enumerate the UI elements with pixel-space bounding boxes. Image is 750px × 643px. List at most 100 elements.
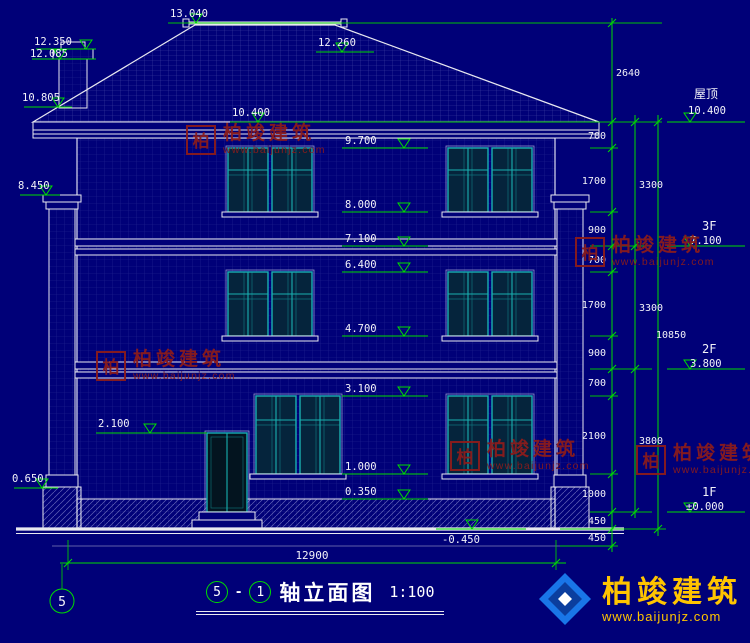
watermark-url: www.baijunjz.com [223, 143, 326, 156]
elevation-markers-top: 13.040 12.260 10.400 [168, 8, 662, 123]
watermark-logo-char: 柏 [192, 132, 210, 153]
dim-value: 3800 [639, 436, 663, 447]
elevation-marker-ground: -0.450 [436, 519, 526, 546]
watermark-logo-char: 柏 [102, 358, 120, 379]
elevation-marker-pilaster-top: 8.450 [18, 180, 60, 196]
extension-lines [560, 147, 666, 547]
ground-line [16, 527, 624, 547]
roof [30, 18, 600, 139]
elevation-marker-ridge: 13.040 [168, 8, 662, 24]
brand-url: www.baijunjz.com [602, 609, 722, 624]
elevation-value: 4.700 [345, 323, 377, 335]
elevation-marker-3f-window-sill: 8.000 [342, 199, 428, 213]
elevation-marker-eave: 10.400 [230, 107, 662, 123]
title-separator: - [236, 583, 242, 600]
floor-value: 7.100 [690, 235, 722, 247]
elevation-marker-chimney-cap-bottom: 12.085 [30, 48, 96, 60]
dim-value: 900 [588, 225, 606, 236]
elevation-value: 3.100 [345, 383, 377, 395]
elevation-value: 8.450 [18, 180, 50, 192]
watermark-logo: 柏 [636, 444, 666, 475]
door-step-1 [198, 511, 256, 521]
elevation-value: 12.350 [34, 36, 72, 48]
watermark-url: www.baijunjz.com [673, 463, 750, 476]
elevation-marker-3f-window-head: 9.700 [342, 135, 428, 149]
drawing-title-block: 5 - 1 轴立面图 1:100 [196, 577, 445, 615]
watermark-url: www.baijunjz.com [612, 255, 715, 268]
right-dimension-values: 2640 700 1700 900 700 1700 900 700 2100 … [582, 68, 686, 544]
watermark: 柏 柏竣建筑 www.baijunjz.com [186, 122, 326, 156]
elevation-marker-door-head: 2.100 [96, 418, 207, 434]
elevation-value: 10.400 [232, 107, 270, 119]
entrance-door [191, 430, 263, 530]
elevation-value: -0.450 [442, 534, 480, 546]
brand-icon [539, 573, 591, 625]
floor-name: 1F [702, 485, 716, 499]
watermark-logo-char: 柏 [642, 452, 660, 473]
dim-value: 1700 [582, 300, 606, 311]
dim-value: 700 [588, 255, 606, 266]
dim-value: 450 [588, 533, 606, 544]
elevation-marker-roof-slope: 12.260 [316, 37, 374, 53]
watermark: 柏 柏竣建筑 www.baijunjz.com [636, 442, 750, 476]
watermark-name: 柏竣建筑 [673, 442, 750, 464]
floor-name: 屋顶 [694, 87, 718, 101]
drawing-title: 轴立面图 [279, 581, 376, 605]
dim-value: 900 [588, 348, 606, 359]
title-axis-bubble-right: 1 [249, 581, 272, 603]
elevation-markers-left: 12.350 12.085 10.805 8.450 0.650 2.100 [12, 36, 207, 489]
watermark-name: 柏竣建筑 [487, 438, 580, 460]
elevation-value: 9.700 [345, 135, 377, 147]
elevation-value: 12.085 [30, 48, 68, 60]
watermark-name: 柏竣建筑 [223, 122, 316, 144]
elevation-marker-chimney-base: 10.805 [22, 92, 72, 108]
watermark-logo-char: 柏 [581, 244, 599, 265]
elevation-value: 12.260 [318, 37, 356, 49]
axis-bubble-number: 5 [58, 595, 66, 610]
elevation-markers-centre: 9.700 8.000 7.100 6.400 4.700 3.100 1.00… [342, 135, 526, 546]
elevation-value: 1.000 [345, 461, 377, 473]
elevation-marker-plinth-top: 0.350 [342, 486, 428, 500]
dim-value: 1700 [582, 176, 606, 187]
dim-value: 700 [588, 378, 606, 389]
elevation-marker-2f-window-sill: 4.700 [342, 323, 428, 337]
drawing-scale: 1:100 [389, 583, 435, 601]
elevation-value: 2.100 [98, 418, 130, 430]
bottom-dim-value: 12900 [295, 549, 328, 562]
elevation-marker-1f-window-sill: 1.000 [342, 461, 428, 475]
watermark: 柏 柏竣建筑 www.baijunjz.com [575, 234, 715, 268]
watermark-logo-char: 柏 [456, 448, 474, 469]
watermark-name: 柏竣建筑 [612, 234, 705, 256]
dim-value: 3300 [639, 303, 663, 314]
dim-value: 10850 [656, 330, 686, 341]
floor-value: 3.800 [690, 358, 722, 370]
floor-value: 10.400 [688, 105, 726, 117]
elevation-value: 13.040 [170, 8, 208, 20]
watermark: 柏 柏竣建筑 www.baijunjz.com [96, 348, 236, 382]
elevation-value: 10.805 [22, 92, 60, 104]
floor-labels: 屋顶 10.400 3F 7.100 2F 3.800 1F ±0.000 [686, 87, 726, 513]
elevation-marker-2f-window-head: 6.400 [342, 259, 428, 273]
dim-value: 3300 [639, 180, 663, 191]
watermark-logo: 柏 [450, 440, 480, 471]
elevation-value: 6.400 [345, 259, 377, 271]
elevation-value: 0.350 [345, 486, 377, 498]
dim-value: 1000 [582, 489, 606, 500]
pilaster-left [42, 194, 82, 530]
watermark-url: www.baijunjz.com [133, 369, 236, 382]
dim-value: 450 [588, 516, 606, 527]
floor-name: 3F [702, 219, 716, 233]
floor-value: ±0.000 [686, 501, 724, 513]
title-axis-bubble-left: 5 [206, 581, 228, 603]
brand-logo-block: 柏竣建筑 www.baijunjz.com [538, 572, 742, 628]
dim-value: 2100 [582, 431, 606, 442]
elevation-value: 0.650 [12, 473, 44, 485]
watermark-logo: 柏 [186, 124, 216, 155]
watermark-name: 柏竣建筑 [133, 348, 226, 370]
bottom-dim-ticks [63, 558, 561, 568]
watermark-logo: 柏 [96, 350, 126, 381]
watermark-url: www.baijunjz.com [487, 459, 590, 472]
elevation-marker-pilaster-base: 0.650 [12, 473, 58, 489]
